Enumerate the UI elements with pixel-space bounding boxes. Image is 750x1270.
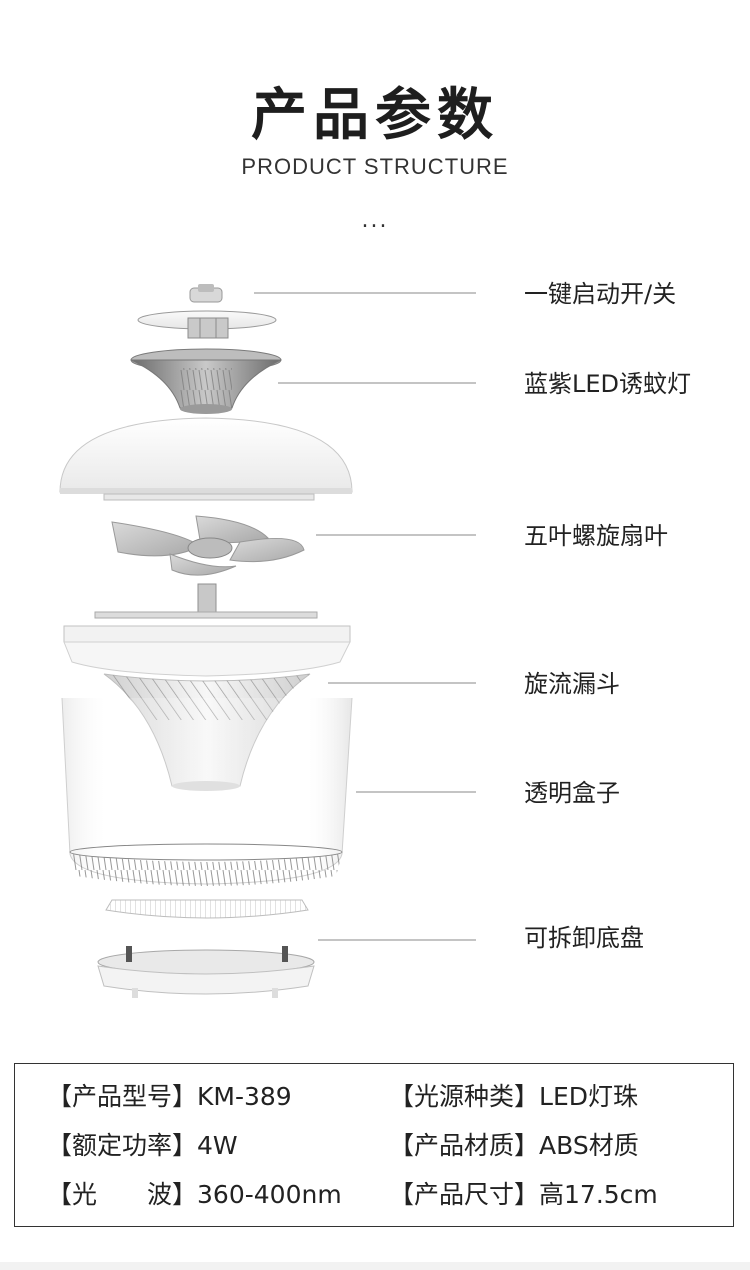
label-power-switch: 一键启动开/关 [524, 280, 677, 308]
top-cover-part [59, 417, 353, 501]
spec-key: 【光 波】 [47, 1180, 198, 1209]
spec-key: 【光源种类】 [389, 1082, 540, 1111]
spec-light-source: 【光源种类】LED灯珠 [389, 1084, 638, 1109]
label-transparent-box: 透明盒子 [524, 779, 620, 807]
spec-value: 360-400nm [197, 1180, 342, 1209]
spec-value: 高17.5cm [539, 1180, 658, 1209]
spec-value: LED灯珠 [539, 1082, 638, 1111]
spec-material: 【产品材质】ABS材质 [389, 1133, 639, 1158]
spec-key: 【额定功率】 [47, 1131, 198, 1160]
spec-key: 【产品尺寸】 [389, 1180, 540, 1209]
power-switch-part [137, 284, 277, 339]
label-base-tray: 可拆卸底盘 [524, 924, 644, 952]
filter-grid-part [105, 899, 309, 919]
fan-blade-part [111, 515, 305, 576]
spec-power: 【额定功率】4W [47, 1133, 238, 1158]
spec-size: 【产品尺寸】高17.5cm [389, 1182, 658, 1207]
leader-lines [254, 292, 476, 941]
led-lamp-part [130, 348, 282, 414]
transparent-box-part [61, 697, 353, 886]
dots-divider: ... [361, 208, 389, 233]
label-led-lamp: 蓝紫LED诱蚊灯 [524, 370, 692, 398]
base-tray-part [97, 946, 315, 998]
spec-key: 【产品材质】 [389, 1131, 540, 1160]
bottom-strip [0, 1262, 750, 1270]
spec-table: 【产品型号】KM-389 【光源种类】LED灯珠 【额定功率】4W 【产品材质】… [14, 1063, 734, 1227]
spec-value: ABS材质 [539, 1131, 639, 1160]
motor-plate-part [94, 583, 318, 619]
spec-value: 4W [197, 1131, 238, 1160]
label-swirl-funnel: 旋流漏斗 [524, 670, 620, 698]
spec-key: 【产品型号】 [47, 1082, 198, 1111]
spec-model: 【产品型号】KM-389 [47, 1084, 292, 1109]
spec-wavelength: 【光 波】360-400nm [47, 1182, 342, 1207]
page-subtitle: PRODUCT STRUCTURE [241, 154, 509, 179]
exploded-product-illustration [59, 284, 476, 998]
page-title: 产品参数 [251, 83, 499, 148]
label-fan-blade: 五叶螺旋扇叶 [524, 522, 668, 550]
spec-value: KM-389 [197, 1082, 292, 1111]
